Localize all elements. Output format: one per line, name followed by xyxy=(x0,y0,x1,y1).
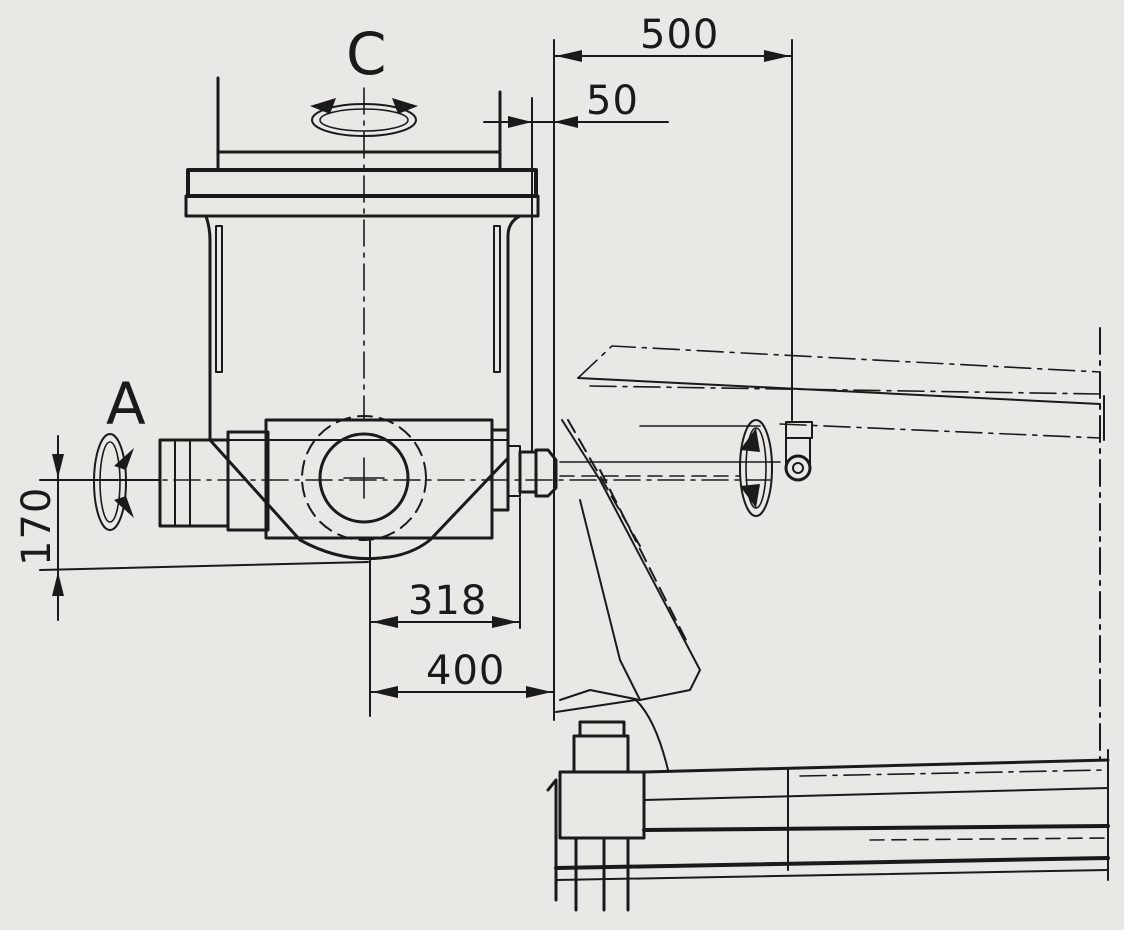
spindle-head xyxy=(184,76,540,561)
c-rotation-symbol: C xyxy=(310,20,418,137)
circular-arrow-icon xyxy=(739,419,773,517)
machine-table xyxy=(577,327,1105,761)
circular-arrow-icon xyxy=(93,433,127,531)
dimension-318-value: 318 xyxy=(408,578,487,624)
arrowhead-icon xyxy=(114,496,134,518)
dimension-400: 400 xyxy=(369,648,555,698)
arrowhead-icon xyxy=(310,98,336,114)
tool-arm xyxy=(553,39,813,721)
dimension-50-value: 50 xyxy=(586,78,639,124)
machine-base xyxy=(546,699,1110,912)
arrowhead-icon xyxy=(392,98,418,114)
dimension-318: 318 xyxy=(369,497,521,717)
dimension-50: 50 xyxy=(483,78,669,453)
circular-arrow-icon xyxy=(311,103,417,137)
a-rotation-symbol: A xyxy=(93,370,146,531)
c-axis-label: C xyxy=(346,20,387,88)
dimension-170-value: 170 xyxy=(14,487,60,566)
a-axis-label: A xyxy=(106,370,146,438)
arrowhead-icon xyxy=(740,484,760,508)
dimension-400-value: 400 xyxy=(426,648,505,694)
arrowhead-icon xyxy=(114,448,134,470)
dimension-500-value: 500 xyxy=(640,12,719,58)
dimension-500: 500 xyxy=(553,12,793,421)
tool-rotation-symbol xyxy=(739,419,773,517)
a-axis-drive xyxy=(129,415,771,541)
dimension-170: 170 xyxy=(14,435,369,621)
arrowhead-icon xyxy=(740,428,760,452)
